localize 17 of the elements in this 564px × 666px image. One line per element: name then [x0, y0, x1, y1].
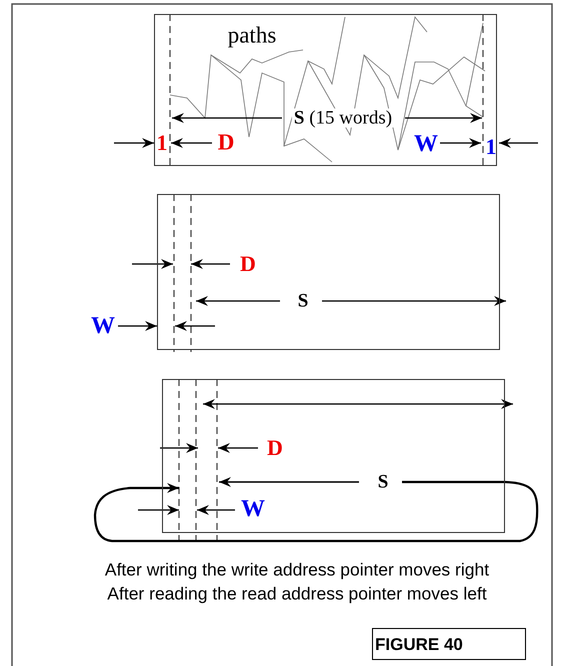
caption-text: After reading the read address pointer moves left — [107, 585, 487, 603]
rectangle-frame — [157, 194, 500, 350]
caption-text: After writing the write address pointer moves right — [104, 561, 490, 579]
dimension-label: 1 — [156, 132, 168, 154]
dimension-label: D — [267, 437, 283, 459]
dimension-label: 1 — [486, 136, 496, 158]
dimension-label: W — [91, 314, 115, 338]
dimension-label: W — [241, 497, 265, 521]
rectangle-frame — [162, 379, 505, 533]
dimension-label: W — [414, 132, 438, 156]
dimension-label: S — [298, 292, 308, 310]
dimension-label: S — [378, 472, 388, 492]
dimension-label: D — [218, 130, 234, 154]
dimension-label: D — [240, 253, 256, 275]
dimension-label: S (15 words) — [292, 108, 394, 128]
figure-label-box: FIGURE 40 — [372, 628, 526, 660]
path-label: paths — [228, 24, 276, 46]
